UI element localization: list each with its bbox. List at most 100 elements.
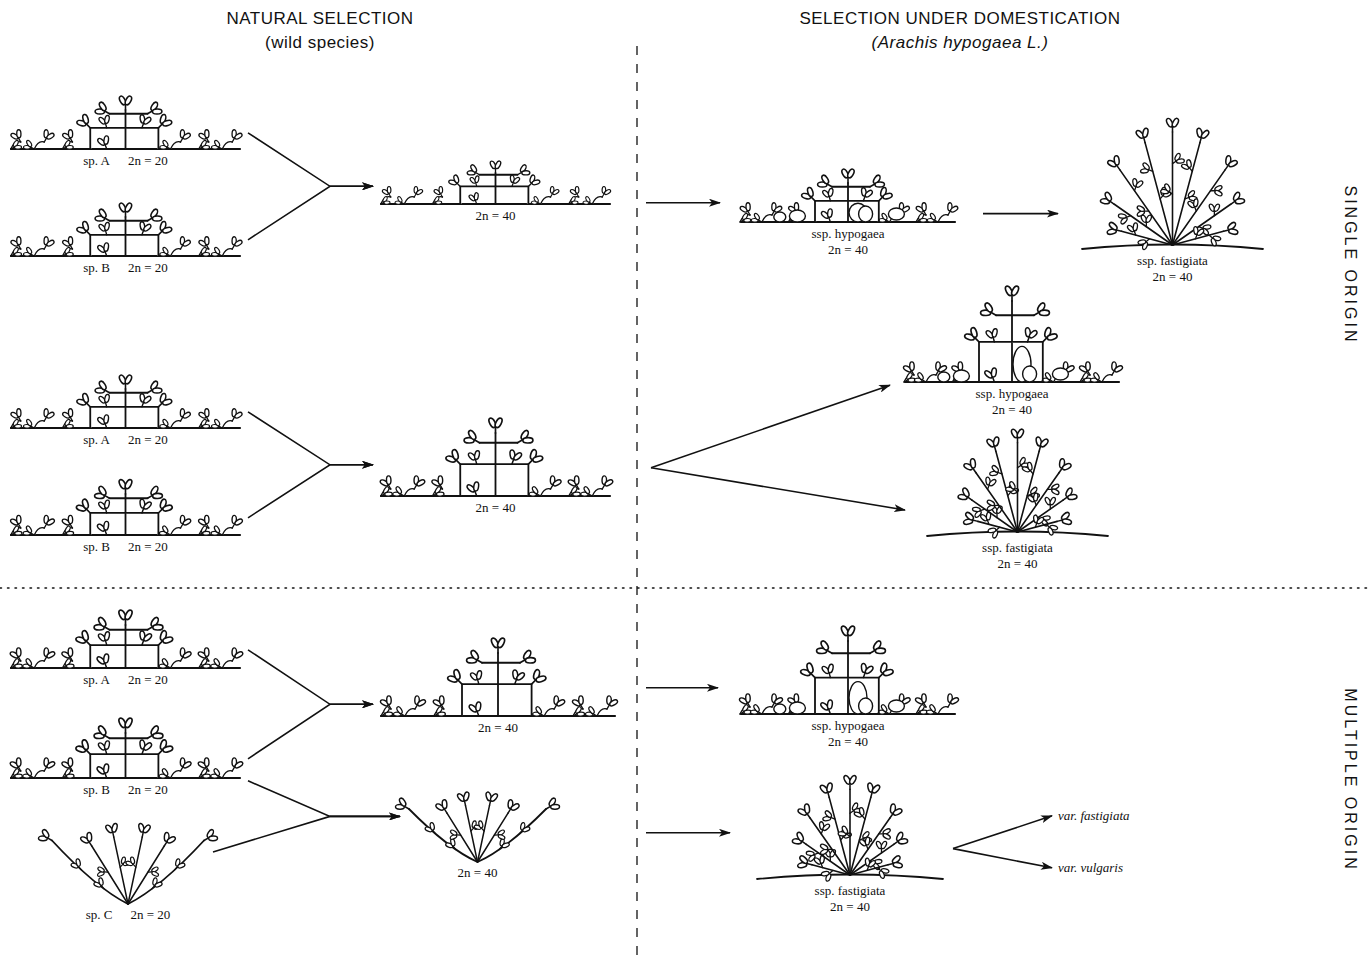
column-heading: SELECTION UNDER DOMESTICATION <box>799 9 1120 29</box>
chromosome-label: 2n = 40 <box>476 500 516 516</box>
chromosome-label: 2n = 20 <box>128 432 168 448</box>
plant-caption: 2n = 40 <box>378 208 613 224</box>
taxon-name: ssp. fastigiata <box>1137 253 1208 269</box>
chromosome-label: 2n = 40 <box>828 242 868 258</box>
plant-caption: sp. A 2n = 20 <box>8 672 243 688</box>
chromosome-label: 2n = 20 <box>128 260 168 276</box>
plant-node: ssp. hypogaea2n = 40 <box>902 288 1122 417</box>
selection-arrow <box>651 385 890 468</box>
chromosome-label: 2n = 20 <box>128 539 168 555</box>
taxon-name: sp. A <box>83 432 110 448</box>
plant-node: sp. B 2n = 20 <box>8 481 243 555</box>
plant-node: sp. B 2n = 20 <box>8 204 243 276</box>
plant-node: 2n = 40 <box>405 785 550 881</box>
plant-caption: sp. B 2n = 20 <box>8 782 243 798</box>
row-divider <box>0 587 1371 589</box>
plant-caption: 2n = 40 <box>405 865 550 881</box>
plant-caption: sp. B 2n = 20 <box>8 260 243 276</box>
chromosome-label: 2n = 20 <box>130 907 170 923</box>
plant-drawing <box>378 420 613 500</box>
selection-arrow <box>646 832 730 834</box>
selection-arrow <box>646 202 720 204</box>
taxon-name: sp. B <box>83 260 110 276</box>
plant-caption: ssp. hypogaea2n = 40 <box>902 386 1122 417</box>
selection-arrow <box>646 687 718 689</box>
selection-arrow <box>651 468 905 510</box>
plant-node: ssp. fastigiata2n = 40 <box>925 428 1110 571</box>
taxon-name: sp. A <box>83 153 110 169</box>
row-heading: MULTIPLE ORIGIN <box>1341 688 1359 871</box>
variety-label-node: var. vulgaris <box>1058 860 1123 876</box>
plant-drawing <box>48 812 208 907</box>
plant-node: 2n = 40 <box>378 160 613 224</box>
plant-caption: ssp. fastigiata2n = 40 <box>755 883 945 914</box>
plant-node: sp. B 2n = 20 <box>8 720 243 798</box>
column-divider <box>636 46 637 956</box>
selection-arrow <box>248 133 373 187</box>
plant-drawing <box>8 720 243 782</box>
chromosome-label: var. vulgaris <box>1058 860 1123 875</box>
plant-caption: ssp. fastigiata2n = 40 <box>925 540 1110 571</box>
taxon-name: sp. B <box>83 782 110 798</box>
selection-arrow <box>248 186 373 240</box>
plant-caption: 2n = 40 <box>378 500 613 516</box>
variety-label-node: var. fastigiata <box>1058 808 1130 824</box>
plant-caption: sp. A 2n = 20 <box>8 153 243 169</box>
chromosome-label: 2n = 40 <box>998 556 1038 572</box>
chromosome-label: 2n = 40 <box>478 720 518 736</box>
chromosome-label: 2n = 40 <box>992 402 1032 418</box>
selection-arrow <box>248 781 400 817</box>
selection-arrow <box>248 704 373 759</box>
plant-drawing <box>925 428 1110 540</box>
column-heading: (wild species) <box>265 33 375 53</box>
plant-caption: 2n = 40 <box>378 720 618 736</box>
selection-arrow <box>953 849 1052 868</box>
plant-node: sp. A 2n = 20 <box>8 612 243 688</box>
plant-caption: ssp. fastigiata2n = 40 <box>1080 253 1265 284</box>
chromosome-label: 2n = 20 <box>128 153 168 169</box>
chromosome-label: 2n = 20 <box>128 672 168 688</box>
plant-node: ssp. hypogaea2n = 40 <box>738 628 958 749</box>
chromosome-label: 2n = 40 <box>1153 269 1193 285</box>
plant-caption: sp. B 2n = 20 <box>8 539 243 555</box>
plant-caption: sp. A 2n = 20 <box>8 432 243 448</box>
plant-drawing <box>8 481 243 539</box>
chromosome-label: 2n = 20 <box>128 782 168 798</box>
taxon-name: sp. A <box>83 672 110 688</box>
plant-caption: var. vulgaris <box>1058 860 1123 876</box>
plant-node: 2n = 40 <box>378 420 613 516</box>
chromosome-label: 2n = 40 <box>828 734 868 750</box>
plant-drawing <box>8 612 243 672</box>
plant-node: 2n = 40 <box>378 640 618 736</box>
plant-caption: sp. C2n = 20 <box>48 907 208 923</box>
chromosome-label: 2n = 40 <box>830 899 870 915</box>
selection-arrow <box>248 465 373 518</box>
plant-drawing <box>8 376 243 432</box>
chromosome-label: 2n = 40 <box>458 865 498 881</box>
plant-drawing <box>1080 113 1265 253</box>
plant-node: sp. C2n = 20 <box>48 812 208 923</box>
plant-caption: ssp. hypogaea2n = 40 <box>738 718 958 749</box>
plant-drawing <box>405 785 550 865</box>
column-heading: NATURAL SELECTION <box>226 9 413 29</box>
selection-arrow <box>983 213 1058 215</box>
row-heading: SINGLE ORIGIN <box>1341 185 1359 344</box>
plant-drawing <box>755 775 945 883</box>
taxon-name: ssp. fastigiata <box>815 883 886 899</box>
taxon-name: ssp. hypogaea <box>976 386 1049 402</box>
taxon-name: sp. B <box>83 539 110 555</box>
plant-drawing <box>738 170 958 226</box>
plant-drawing <box>378 640 618 720</box>
selection-arrow <box>248 650 373 705</box>
plant-drawing <box>8 204 243 260</box>
taxon-name: ssp. fastigiata <box>982 540 1053 556</box>
column-heading: (Arachis hypogaea L.) <box>872 33 1049 53</box>
plant-node: sp. A 2n = 20 <box>8 97 243 169</box>
chromosome-label: var. fastigiata <box>1058 808 1130 823</box>
plant-caption: ssp. hypogaea2n = 40 <box>738 226 958 257</box>
taxon-name: ssp. hypogaea <box>812 718 885 734</box>
plant-node: ssp. fastigiata2n = 40 <box>1080 113 1265 284</box>
chromosome-label: 2n = 40 <box>476 208 516 224</box>
plant-caption: var. fastigiata <box>1058 808 1130 824</box>
plant-node: ssp. fastigiata2n = 40 <box>755 775 945 914</box>
